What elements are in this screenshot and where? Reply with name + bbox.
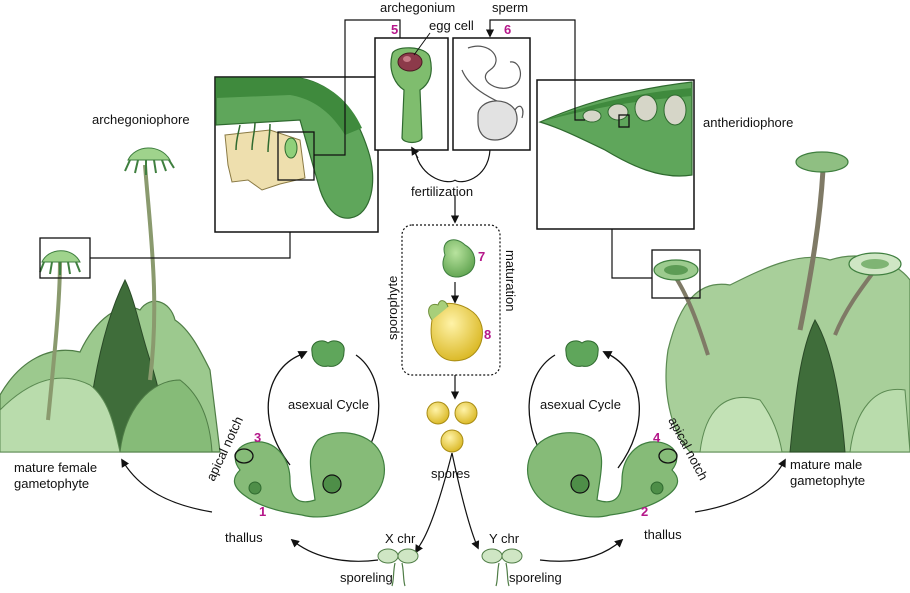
female-receptacle-small <box>39 250 81 275</box>
label-mature-male-line2: gametophyte <box>790 473 865 488</box>
label-mature-male-line1: mature male <box>790 457 862 472</box>
female-plant-illustration <box>0 147 221 453</box>
step-number-3: 3 <box>254 430 261 445</box>
male-receptacle-top <box>795 151 849 173</box>
male-plant-illustration <box>651 151 910 453</box>
step-number-2: 2 <box>641 504 648 519</box>
label-mature-female-line2: gametophyte <box>14 476 89 491</box>
female-receptacle-large <box>124 147 175 175</box>
archegonium-zoom-box <box>277 131 315 181</box>
label-sporeling-right: sporeling <box>509 570 562 585</box>
thallus-left-shape <box>233 432 385 518</box>
archegoniophore-section-panel <box>214 76 379 233</box>
gemma-right <box>565 340 599 367</box>
label-fertilization: fertilization <box>411 184 473 199</box>
sperm-panel <box>452 37 531 151</box>
gemma-left <box>311 340 345 367</box>
egg-cell <box>397 52 423 72</box>
step-number-5: 5 <box>391 22 398 37</box>
male-zoom-box <box>651 249 701 299</box>
spores-cluster <box>426 401 478 453</box>
sporeling-right-illustration <box>481 548 523 587</box>
antheridiophore-section-panel <box>536 79 695 230</box>
thallus-right-shape <box>527 432 679 518</box>
connector-lines <box>90 19 652 279</box>
label-mature-female-line1: mature female <box>14 460 97 475</box>
asexual-cycle-right <box>527 340 679 518</box>
step-number-7: 7 <box>478 249 485 264</box>
label-x-chr: X chr <box>385 531 416 546</box>
label-thallus-right: thallus <box>644 527 682 542</box>
label-sporophyte: sporophyte <box>385 276 400 340</box>
label-antheridiophore: antheridiophore <box>703 115 793 130</box>
apical-notch-left-marker <box>234 448 254 464</box>
step-number-1: 1 <box>259 504 266 519</box>
archegonium-panel <box>374 37 449 151</box>
label-egg-cell: egg cell <box>429 18 474 33</box>
sporeling-left-illustration <box>377 548 419 587</box>
label-y-chr: Y chr <box>489 531 520 546</box>
label-asexual-cycle-left: asexual Cycle <box>288 397 369 412</box>
label-spores: spores <box>431 466 471 481</box>
sporophyte-box <box>401 224 501 376</box>
label-maturation: maturation <box>503 250 518 311</box>
apical-notch-right-marker <box>658 448 678 464</box>
antheridium-zoom-box <box>618 114 630 128</box>
asexual-cycle-left <box>233 340 385 518</box>
label-asexual-cycle-right: asexual Cycle <box>540 397 621 412</box>
young-sporophyte <box>442 239 476 278</box>
label-sperm: sperm <box>492 0 528 15</box>
label-sporeling-left: sporeling <box>340 570 393 585</box>
label-thallus-left: thallus <box>225 530 263 545</box>
label-archegoniophore: archegoniophore <box>92 112 190 127</box>
step-number-6: 6 <box>504 22 511 37</box>
step-number-4: 4 <box>653 430 661 445</box>
step-number-8: 8 <box>484 327 491 342</box>
egg-cell-pointer <box>413 32 431 56</box>
label-archegonium: archegonium <box>380 0 455 15</box>
